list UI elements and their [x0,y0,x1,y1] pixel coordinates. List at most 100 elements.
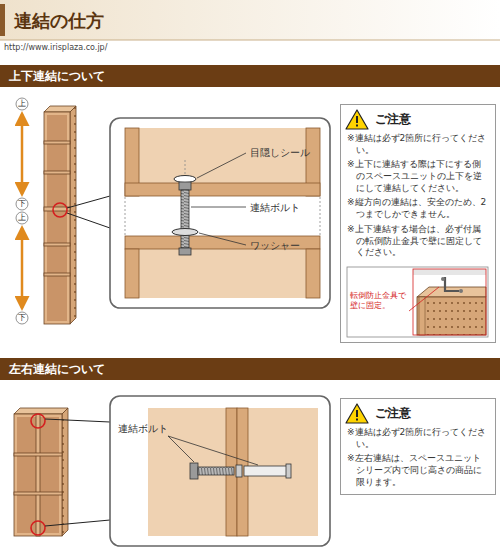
direction-mark: 下 [16,312,28,324]
detail-frame [110,118,330,308]
anti-tip-inset [441,277,445,281]
stacked-shelf [47,115,67,321]
side-by-side-shelf [14,453,62,456]
connecting-bolt [172,229,198,236]
connecting-bolt [190,463,198,479]
note-text: ※上下に連結する際は下にする側のスペースユニットの上下を逆にして連結してください… [347,159,489,194]
page-title: 連結の仕方 [14,9,104,33]
stacked-shelf [44,273,70,276]
side-by-side-shelf [45,520,110,526]
leader-line [191,207,246,208]
side-by-side-shelf [14,408,110,536]
direction-arrow [16,198,28,210]
leader-line [168,436,258,465]
stacked-shelf [67,213,110,228]
anti-tip-inset [413,269,486,335]
gap-guide [320,197,321,236]
section-band: 上下連結について [0,65,500,87]
side-by-side-shelf [17,417,36,533]
connecting-bolt [244,466,288,476]
anti-tip-inset [409,287,439,311]
stacked-shelf [53,203,67,217]
gap-guide [125,197,126,236]
warning-icon [346,404,368,423]
side-by-side-shelf [40,417,59,533]
section-band: 左右連結について [0,358,500,380]
anti-tip-inset [347,267,488,337]
note-text: ※上下連結する場合は、必ず付属の転倒防止金具で壁に固定してください。 [347,224,489,259]
leader-line [168,436,258,465]
warning-icon [346,110,368,129]
connecting-bolt [236,465,242,477]
heading-text: 上下連結について [9,65,500,87]
url-text: http://www.irisplaza.co.jp/ [4,43,107,52]
leader-line [197,153,246,178]
side-panels [148,408,318,536]
anti-tip-inset [417,297,486,335]
connecting-bolt [179,248,191,255]
heading-text: ご注意 [347,404,489,424]
warning-icon [356,410,358,417]
side-by-side-shelf [62,408,68,536]
side-by-side-shelf [31,414,45,428]
stacked-shelf [44,141,70,276]
warning-icon [346,404,368,423]
direction-arrow [16,312,28,324]
header-background [0,0,500,40]
upper-unit-section [125,183,320,196]
connecting-bolt [174,176,196,183]
stacked-shelf [44,171,70,174]
stacked-shelf [44,112,70,324]
side-by-side-shelf [45,419,110,422]
direction-mark: 上 [16,212,28,224]
side-by-side-shelf [36,414,40,536]
detail-frame [110,396,330,546]
stacked-shelf [44,106,110,324]
connecting-bolt [179,182,191,190]
heading-text: 左右連結について [9,358,500,380]
side-by-side-shelf [14,408,68,414]
upper-unit-section [125,128,320,196]
warning-icon [356,125,358,127]
anti-tip-inset [413,269,486,275]
warning-icon [346,110,368,129]
side-panels [148,408,318,536]
anti-tip-inset [459,289,463,293]
inset-note: 転倒防止金具で壁に固定。 [350,291,410,311]
direction-arrow [16,212,28,224]
leader-line [199,233,246,245]
connecting-bolt [190,463,291,479]
direction-arrow [16,98,28,324]
stacked-shelf [44,141,70,144]
side-by-side-shelf [14,414,62,536]
warning-icon [356,419,358,421]
lower-unit-section [125,236,320,298]
anti-tip-inset [445,277,459,291]
lower-unit-section [306,249,320,298]
anti-tip-inset [347,267,488,337]
direction-arrow [16,98,28,110]
note-text: ※連結は必ず2箇所に行ってください。 [347,427,489,450]
heading-text: ご注意 [347,110,489,130]
direction-mark: 下 [16,198,28,210]
detail-frame [110,118,330,308]
connecting-bolt [172,176,198,256]
upper-unit-section [125,128,320,196]
lower-unit-section [125,249,139,298]
leader-line [191,153,246,245]
lower-unit-section [125,236,320,298]
caution-box: ご注意 ※連結は必ず2箇所に行ってください。 ※左右連結は、スペースユニットシリーズ… [340,398,496,495]
side-by-side-shelf [14,414,62,536]
part-label: 連結ボルト [118,422,168,436]
header-background [0,0,500,40]
connecting-bolt [198,467,234,475]
note-text: ※連結は必ず2箇所に行ってください。 [347,133,489,156]
warning-icon [356,116,358,123]
side-by-side-shelf [14,492,62,495]
note-text: ※左右連結は、スペースユニットシリーズ内で同じ高さの商品に限ります。 [347,453,489,488]
header-background [0,40,500,41]
stacked-shelf [67,196,110,208]
stacked-shelf [44,243,70,246]
part-label: 目隠しシール [250,146,310,160]
direction-arrow [21,114,24,194]
